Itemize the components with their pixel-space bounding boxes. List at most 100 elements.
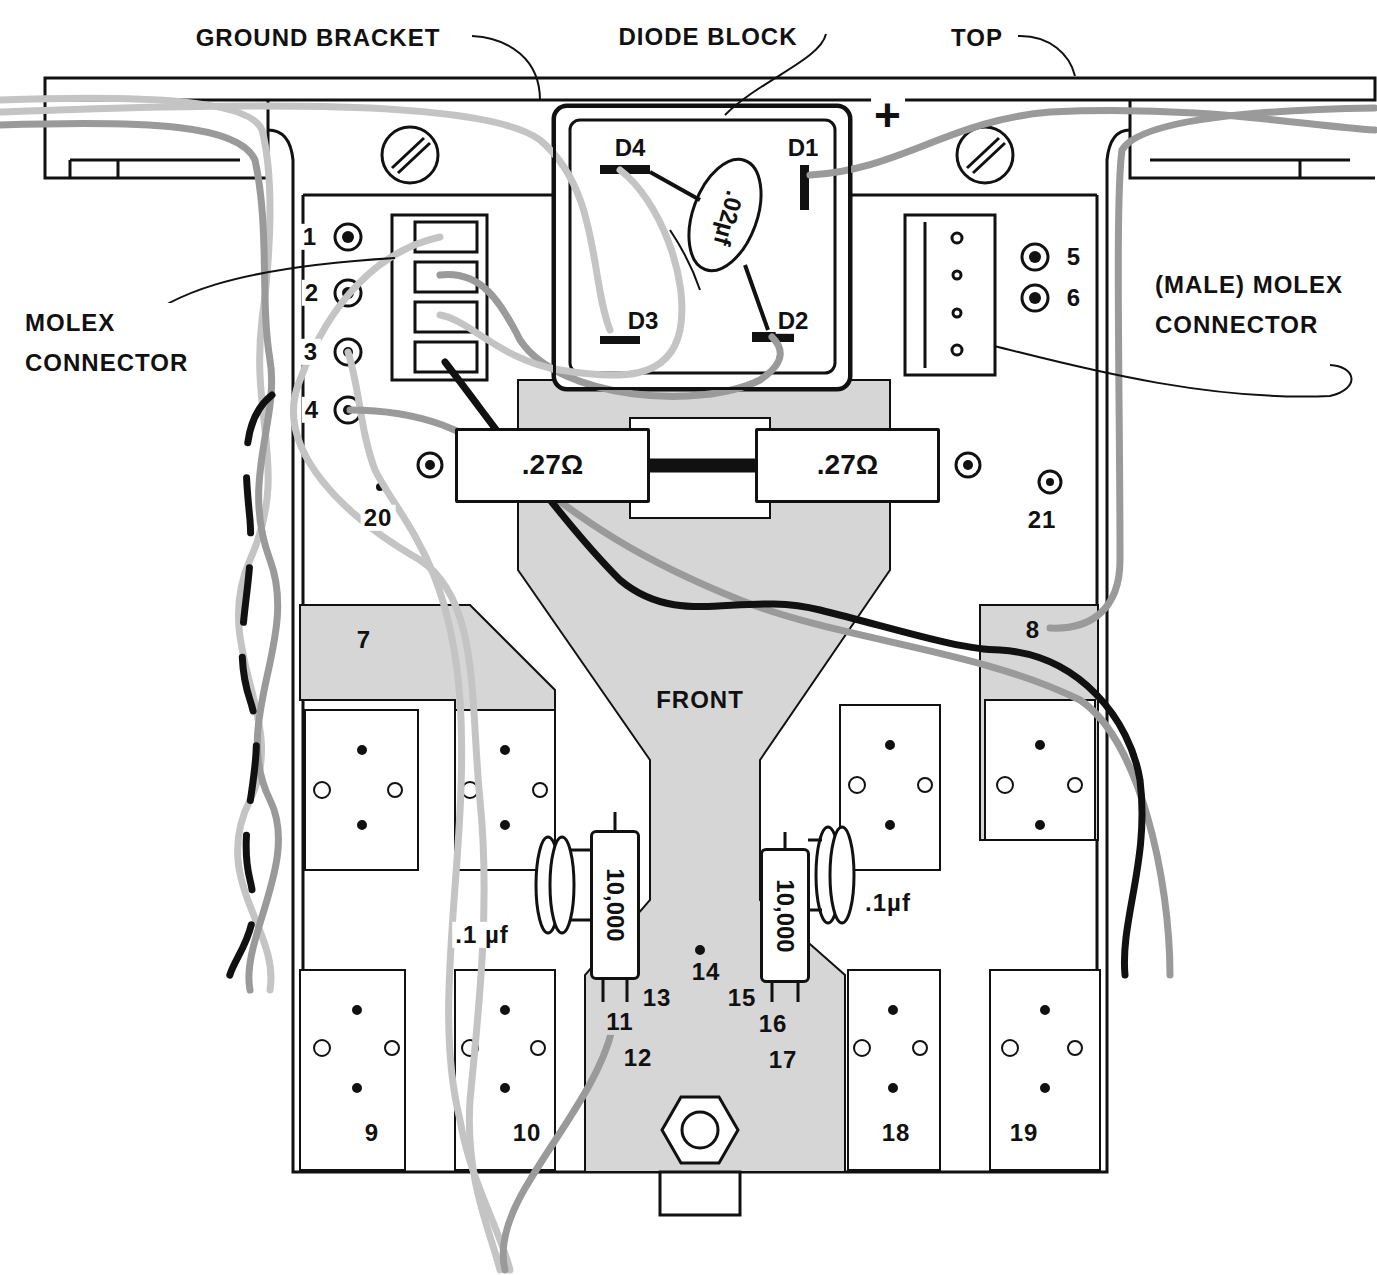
- terminal-dot: [1029, 251, 1041, 263]
- chassis-outline: [45, 78, 1375, 100]
- mounting-hole: [358, 821, 366, 829]
- mounting-hole: [1002, 1040, 1018, 1056]
- part-label: MOLEX CONNECTOR: [22, 303, 228, 383]
- callout-number: 20: [361, 505, 396, 531]
- terminal-hole: [956, 453, 980, 477]
- mounting-hole: [1036, 741, 1044, 749]
- screw: [392, 138, 430, 173]
- mounting-hole: [314, 741, 1082, 1092]
- mounting-hole: [886, 821, 894, 829]
- wire: [0, 98, 1375, 1270]
- capacitor-lead: [570, 850, 592, 920]
- screw: [382, 127, 438, 183]
- mounting-hole: [501, 1006, 509, 1014]
- callout-number: 3: [301, 339, 321, 365]
- callout-number: 12: [621, 1045, 656, 1071]
- mounting-hole: [889, 1006, 897, 1014]
- mounting-hole: [501, 1084, 509, 1092]
- mounting-hole: [1041, 1084, 1049, 1092]
- mounting-hole: [385, 1041, 399, 1055]
- diode-block: D4D1.02µfD3D2: [553, 105, 851, 390]
- mounting-hole: [1068, 778, 1082, 792]
- pin-label: D3: [626, 308, 661, 334]
- mounting-hole: [353, 1084, 361, 1092]
- callout-number: 6: [1064, 285, 1084, 311]
- callout-number: 7: [354, 627, 374, 653]
- part-label: DIODE BLOCK: [616, 24, 801, 50]
- terminal-hole: [1022, 285, 1048, 311]
- wire: [1050, 108, 1375, 628]
- shaded-plate: [300, 380, 1098, 1172]
- terminal-hole: [1039, 471, 1061, 493]
- wire: [445, 362, 1142, 975]
- resistor-bracket: [630, 418, 770, 518]
- screw: [967, 138, 1005, 173]
- mounting-nut: [660, 1097, 740, 1215]
- wire: [440, 170, 682, 375]
- diode-block-body: [553, 105, 851, 390]
- terminal-hole: [1022, 244, 1048, 270]
- transistor-pad: [300, 700, 1100, 1170]
- chassis-outline: [45, 78, 1375, 1172]
- resistor-link: [650, 459, 755, 473]
- callout-number: 4: [302, 397, 322, 423]
- diode-block-body: [553, 105, 851, 390]
- callout-number: 16: [756, 1011, 791, 1037]
- part-label: GROUND BRACKET: [193, 25, 444, 51]
- mounting-hole: [696, 946, 704, 954]
- shaded-plate: [980, 605, 1098, 840]
- mounting-hole: [918, 778, 932, 792]
- mounting-nut: [662, 1097, 738, 1163]
- component-value: .27Ω: [817, 450, 878, 481]
- transistor-pad: [300, 970, 405, 1170]
- pin-label: D1: [786, 135, 821, 161]
- part-label: .1µf: [862, 890, 914, 916]
- mounting-hole: [314, 782, 330, 798]
- part-label: FRONT: [653, 687, 747, 713]
- capacitor-box: 10,000: [760, 848, 810, 983]
- resistor-box: .27Ω: [755, 428, 940, 503]
- callout-number: 9: [362, 1120, 382, 1146]
- component-value: 10,000: [772, 879, 798, 952]
- mounting-nut: [660, 1172, 740, 1215]
- callout-number: 21: [1025, 507, 1060, 533]
- mounting-hole: [314, 1040, 330, 1056]
- molex-connector: [952, 345, 962, 355]
- leader-line: [994, 346, 1351, 397]
- molex-connector: [905, 215, 995, 375]
- mounting-hole: [531, 1041, 545, 1055]
- terminal-hole: [418, 453, 442, 477]
- resistor-bracket: [630, 418, 770, 518]
- mounting-hole: [886, 741, 894, 749]
- callout-number: 19: [1007, 1120, 1042, 1146]
- molex-connector: [415, 222, 477, 252]
- callout-number: 13: [640, 985, 675, 1011]
- mounting-hole: [533, 783, 547, 797]
- wire: [0, 123, 278, 990]
- callout-number: 17: [766, 1047, 801, 1073]
- mounting-hole: [501, 821, 509, 829]
- mounting-hole: [889, 1084, 897, 1092]
- terminal-hole: [335, 224, 361, 250]
- screw: [957, 127, 1013, 183]
- mounting-hole: [849, 777, 865, 793]
- capacitor-lead: [830, 827, 854, 923]
- diode-block-body: [650, 172, 768, 330]
- callout-number: 1: [300, 224, 320, 250]
- wire: [0, 106, 610, 330]
- terminal-dot: [425, 460, 435, 470]
- mounting-hole: [358, 746, 366, 754]
- mounting-hole: [501, 746, 509, 754]
- component-value: 10,000: [602, 868, 628, 941]
- pin-label: .02µf: [708, 186, 749, 250]
- wire: [0, 98, 271, 990]
- diode-block-body: [570, 120, 835, 373]
- callout-number: 15: [725, 985, 760, 1011]
- capacitor-box: 10,000: [590, 830, 640, 980]
- transistor-pad: [848, 970, 940, 1170]
- callout-number: 11: [603, 1009, 636, 1035]
- transistor-pad: [840, 705, 940, 870]
- mounting-hole: [1068, 1041, 1082, 1055]
